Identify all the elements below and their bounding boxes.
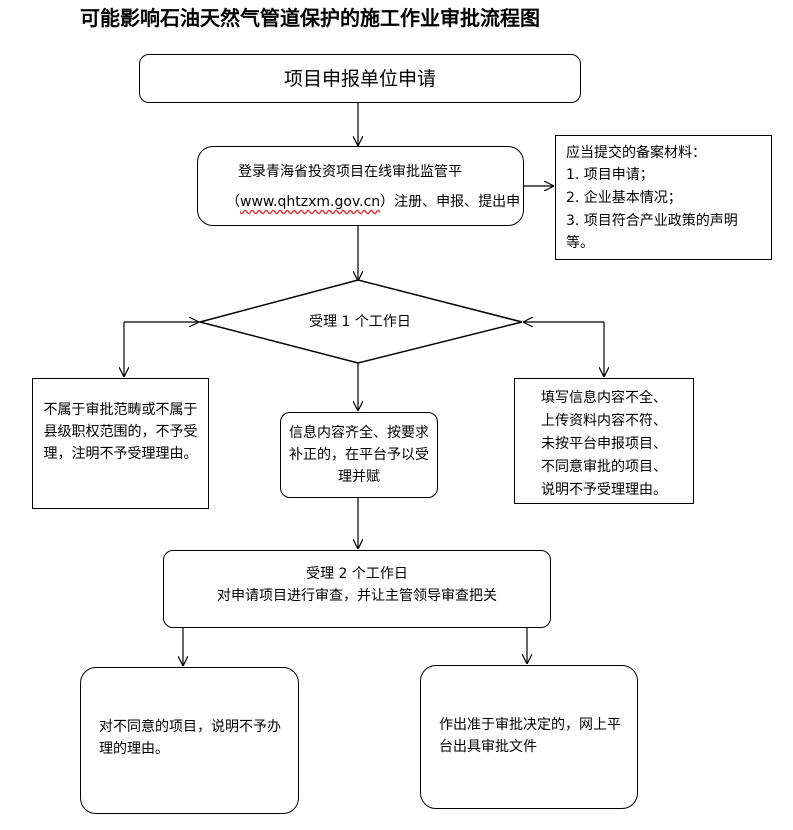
node-login-url: www.qhtzxm.gov.cn	[240, 194, 381, 210]
node-reject-right: 填写信息内容不全、 上传资料内容不符、 未按平台申报项目、 不同意审批的项目、 …	[514, 378, 694, 504]
node-login-line1: 登录青海省投资项目在线审批监管平	[238, 164, 462, 180]
node-login-line2: （www.qhtzxm.gov.cn）注册、申报、提出申	[226, 191, 520, 213]
node-materials-item-1: 1. 项目申请；	[566, 167, 654, 183]
node-accept-mid-text: 信息内容齐全、按要求补正的，在平台予以受理并赋	[289, 425, 429, 485]
node-approve-text: 作出准于审批决定的，网上平台出具审批文件	[439, 717, 621, 755]
node-reject-right-line-4: 不同意审批的项目、	[541, 459, 667, 475]
node-materials: 应当提交的备案材料： 1. 项目申请； 2. 企业基本情况； 3. 项目符合产业…	[555, 135, 772, 260]
node-materials-item-2: 2. 企业基本情况；	[566, 190, 682, 206]
node-reject-right-line-1: 填写信息内容不全、	[541, 390, 667, 406]
node-accept2-line1: 受理 2 个工作日	[306, 566, 408, 582]
node-materials-item-3: 3. 项目符合产业政策的声明等。	[566, 213, 738, 251]
node-reject-right-line-2: 上传资料内容不符、	[541, 413, 667, 429]
node-login-open-paren: （	[226, 194, 240, 210]
node-accept-mid: 信息内容齐全、按要求补正的，在平台予以受理并赋	[280, 412, 438, 498]
node-reject-left-text: 不属于审批范畴或不属于县级职权范围的，不予受理，注明不予受理理由。	[43, 402, 198, 462]
node-login: 登录青海省投资项目在线审批监管平 （www.qhtzxm.gov.cn）注册、申…	[197, 146, 524, 226]
node-accept1-label: 受理 1 个工作日	[309, 314, 411, 330]
node-approve: 作出准于审批决定的，网上平台出具审批文件	[420, 665, 638, 809]
node-accept2-line2: 对申请项目进行审查，并让主管领导审查把关	[217, 588, 497, 604]
node-apply: 项目申报单位申请	[139, 54, 581, 103]
node-disagree-text: 对不同意的项目，说明不予办理的理由。	[99, 719, 281, 757]
node-apply-label: 项目申报单位申请	[283, 68, 436, 90]
node-materials-heading: 应当提交的备案材料：	[566, 145, 706, 161]
node-disagree: 对不同意的项目，说明不予办理的理由。	[80, 667, 299, 814]
node-reject-right-line-5: 说明不予受理理由。	[541, 482, 667, 498]
node-accept2: 受理 2 个工作日 对申请项目进行审查，并让主管领导审查把关	[163, 550, 551, 628]
node-reject-right-line-3: 未按平台申报项目、	[541, 436, 667, 452]
decision-diamond	[197, 279, 523, 364]
page-title: 可能影响石油天然气管道保护的施工作业审批流程图	[80, 6, 540, 30]
node-reject-left: 不属于审批范畴或不属于县级职权范围的，不予受理，注明不予受理理由。	[32, 378, 209, 509]
node-login-rest: ）注册、申报、提出申	[380, 194, 521, 210]
